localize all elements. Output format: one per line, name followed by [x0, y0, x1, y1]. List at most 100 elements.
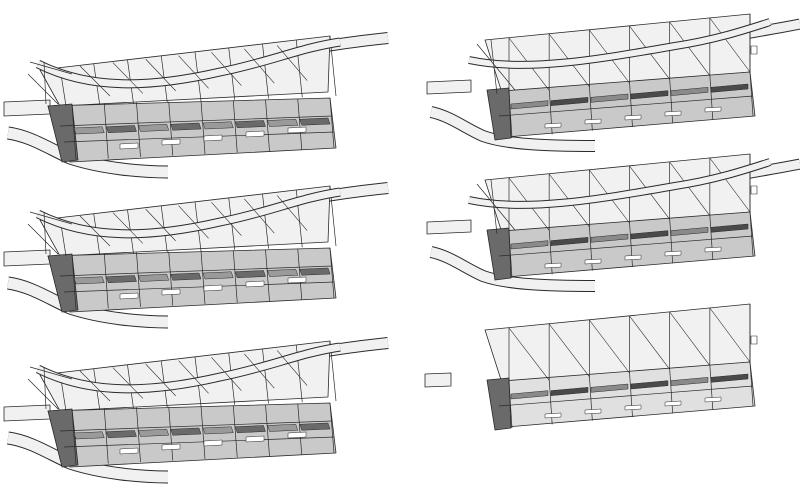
- floor-line-1: [59, 265, 333, 277]
- floor-column: [103, 103, 109, 159]
- roof-box: [750, 185, 758, 195]
- crossing-tube: [36, 38, 341, 88]
- diagonal-member: [276, 195, 308, 231]
- floor-line-1: [498, 235, 754, 257]
- twisted-member: [43, 61, 47, 105]
- window-opening: [544, 122, 562, 129]
- roof-rib: [262, 43, 269, 99]
- entry-stub-box: [3, 249, 51, 267]
- roof-box: [750, 335, 758, 345]
- floor-column: [232, 405, 238, 458]
- left-dark-face: [486, 87, 512, 141]
- floor-plate: [510, 390, 549, 400]
- floor-column: [749, 361, 754, 407]
- floor-plate: [170, 272, 202, 281]
- floor-plate: [510, 240, 549, 250]
- floor-plate: [202, 121, 234, 130]
- twisted-member: [27, 73, 59, 105]
- floor-column: [329, 402, 335, 454]
- floor-plate: [630, 230, 669, 240]
- window-opening: [119, 292, 139, 300]
- entry-stub-box: [426, 79, 472, 95]
- roof-slab: [39, 185, 331, 257]
- floor-plate: [235, 120, 266, 128]
- twisted-member: [29, 366, 73, 380]
- floor-column: [103, 253, 109, 309]
- window-opening: [664, 250, 682, 257]
- floor-column: [136, 407, 141, 463]
- floor-line-2: [63, 436, 335, 448]
- floor-plate: [138, 429, 169, 437]
- floor-column: [709, 365, 714, 410]
- floor-column: [669, 218, 674, 264]
- floor-column: [297, 248, 303, 300]
- floor-plate: [73, 276, 105, 285]
- window-opening: [664, 110, 682, 117]
- floor-plate: [267, 424, 298, 432]
- truss-diagonal: [669, 21, 711, 76]
- floor-plate: [235, 425, 266, 433]
- diagonal-member: [79, 370, 111, 402]
- floor-column: [669, 368, 674, 414]
- floor-plate: [106, 430, 137, 438]
- floor-column: [200, 405, 206, 460]
- crossing-tube: [36, 188, 341, 238]
- curved-tube-lower: [429, 107, 596, 151]
- twisted-member: [490, 179, 498, 235]
- diagonal-member: [112, 367, 144, 399]
- window-opening: [584, 408, 602, 415]
- floor-plate: [630, 380, 669, 390]
- floor-column: [749, 211, 754, 257]
- twisted-member: [476, 183, 516, 231]
- diagonal-member: [79, 215, 111, 247]
- floor-line-2: [63, 281, 335, 293]
- floor-column: [669, 78, 674, 124]
- crossing-tube: [468, 159, 771, 208]
- left-dark-face: [47, 103, 79, 163]
- entry-stub-box: [424, 372, 452, 388]
- entry-stub-box: [426, 219, 472, 235]
- window-opening: [704, 246, 722, 253]
- floor-column: [709, 75, 714, 120]
- floor-plate: [710, 223, 749, 233]
- window-opening: [245, 435, 265, 443]
- diagonal-member: [178, 55, 209, 89]
- floor-line-1: [498, 385, 754, 407]
- diagonal-member: [145, 208, 176, 242]
- floor-plate: [202, 426, 234, 435]
- floor-column: [200, 100, 206, 155]
- twisted-member: [27, 223, 59, 255]
- floor-plate: [299, 267, 331, 276]
- floor-column: [265, 404, 270, 457]
- window-opening: [584, 258, 602, 265]
- window-opening: [664, 400, 682, 407]
- diagonal-member: [79, 65, 111, 97]
- floor-column: [329, 97, 335, 149]
- floor-plate: [106, 125, 137, 133]
- floor-plate: [202, 271, 234, 280]
- left-dark-face: [486, 377, 512, 431]
- floor-column: [71, 103, 77, 161]
- window-opening: [203, 439, 223, 447]
- roof-rib: [262, 348, 269, 404]
- floor-line-2: [63, 131, 335, 143]
- floor-column: [297, 98, 303, 150]
- truss-diagonal: [709, 307, 751, 363]
- floor-plate: [670, 227, 709, 236]
- floor-plate: [267, 269, 298, 277]
- floor-plate: [170, 122, 202, 131]
- floor-plate: [670, 87, 709, 96]
- floor-column: [168, 406, 174, 461]
- diagonal-member: [145, 58, 176, 92]
- diagonal-member: [112, 62, 144, 94]
- diagonal-member: [276, 350, 308, 386]
- floor-plate: [710, 83, 749, 93]
- twisted-member: [43, 366, 47, 410]
- truss-diagonal: [548, 323, 590, 377]
- diagonal-member: [178, 360, 209, 394]
- window-opening: [161, 288, 181, 296]
- floor-column: [232, 100, 238, 153]
- floor-plate: [299, 422, 331, 431]
